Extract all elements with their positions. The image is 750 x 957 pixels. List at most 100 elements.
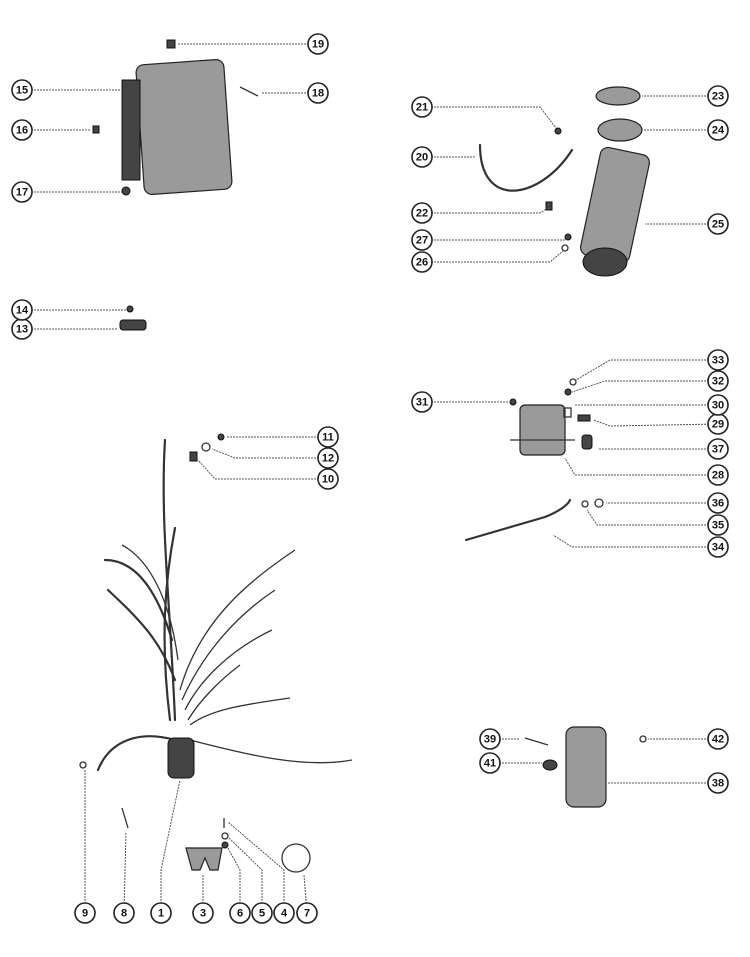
callout-number: 24 [712,125,725,137]
wiring-harness-part-1 [96,438,353,779]
callout-number: 27 [416,235,428,247]
switch-box-part [121,59,233,195]
callout-number: 41 [484,758,496,770]
starter-motor-part-25 [579,146,651,277]
callout-number: 31 [416,397,428,409]
callout-39: 39 [479,728,501,750]
leader-line-10 [197,459,328,480]
callout-number: 38 [712,778,724,790]
callout-circle [11,79,33,101]
callout-number: 22 [416,208,428,220]
cap-part-24 [597,118,643,142]
callout-8: 8 [113,902,135,924]
callout-37: 37 [707,438,729,460]
callout-17: 17 [11,181,33,203]
callout-number: 16 [16,125,28,137]
callout-circle [411,251,433,273]
callout-circle [74,902,96,924]
callout-number: 13 [16,324,28,336]
callout-circle [411,146,433,168]
screw-part-31 [509,398,517,406]
leader-line-21 [422,106,557,129]
callout-circle [707,213,729,235]
callout-circle [113,902,135,924]
nut-part-33 [569,378,577,386]
callout-3: 3 [192,902,214,924]
nut-part-42 [639,735,647,743]
callout-1: 1 [150,902,172,924]
leader-line-12 [211,448,328,459]
callout-41: 41 [479,752,501,774]
part-29 [577,414,591,422]
callout-circle [707,370,729,392]
callout-number: 37 [712,444,724,456]
part-27 [564,233,572,241]
callout-10: 10 [317,468,339,490]
leader-line-26 [422,250,564,263]
bracket-part-3 [185,847,223,871]
leader-line-6 [227,847,241,913]
leader-lines [22,43,719,914]
callout-number: 30 [712,400,724,412]
callout-30: 30 [707,394,729,416]
callout-number: 19 [312,39,324,51]
leader-line-8 [123,831,127,914]
callout-number: 29 [712,419,724,431]
callout-number: 11 [322,432,334,444]
callout-circle [411,229,433,251]
washer-part-41 [542,759,558,771]
callout-number: 8 [121,908,127,920]
callout-31: 31 [411,391,433,413]
callout-circle [707,464,729,486]
callout-9: 9 [74,902,96,924]
part-12 [201,442,211,452]
part-10 [189,451,198,462]
cable-part-20 [478,143,574,192]
callout-number: 4 [281,908,288,920]
callout-circle [479,752,501,774]
callout-18: 18 [307,82,329,104]
callout-circle [273,902,295,924]
callout-38: 38 [707,772,729,794]
callout-number: 14 [16,305,29,317]
callout-number: 21 [416,102,428,114]
leader-line-1 [160,779,181,913]
callout-16: 16 [11,119,33,141]
leader-line-34 [552,534,718,548]
callout-circle [11,119,33,141]
callout-circle [11,299,33,321]
callout-circle [317,447,339,469]
callout-33: 33 [707,349,729,371]
callout-11: 11 [317,426,339,448]
callout-circle [411,96,433,118]
callout-circle [707,85,729,107]
screw-part-17 [121,186,131,196]
callout-25: 25 [707,213,729,235]
callout-number: 25 [712,219,724,231]
callout-circle [479,728,501,750]
nut-part-19 [166,39,176,49]
callout-circle [251,902,273,924]
leader-line-35 [586,509,718,526]
part-6 [221,841,229,849]
callout-number: 23 [712,91,724,103]
screw-part-8 [121,807,129,829]
oring-part-7 [281,843,311,873]
callout-number: 26 [416,257,428,269]
callout-13: 13 [11,318,33,340]
part-22 [545,201,553,211]
parts-illustrations [79,39,651,873]
callout-number: 39 [484,734,496,746]
cable-part-34 [464,498,572,542]
callout-34: 34 [707,536,729,558]
callout-number: 1 [158,908,164,920]
callout-circle [707,536,729,558]
callout-24: 24 [707,119,729,141]
callout-36: 36 [707,492,729,514]
screw-part-14 [126,305,134,313]
callout-6: 6 [229,902,251,924]
callout-21: 21 [411,96,433,118]
callout-circle [307,33,329,55]
